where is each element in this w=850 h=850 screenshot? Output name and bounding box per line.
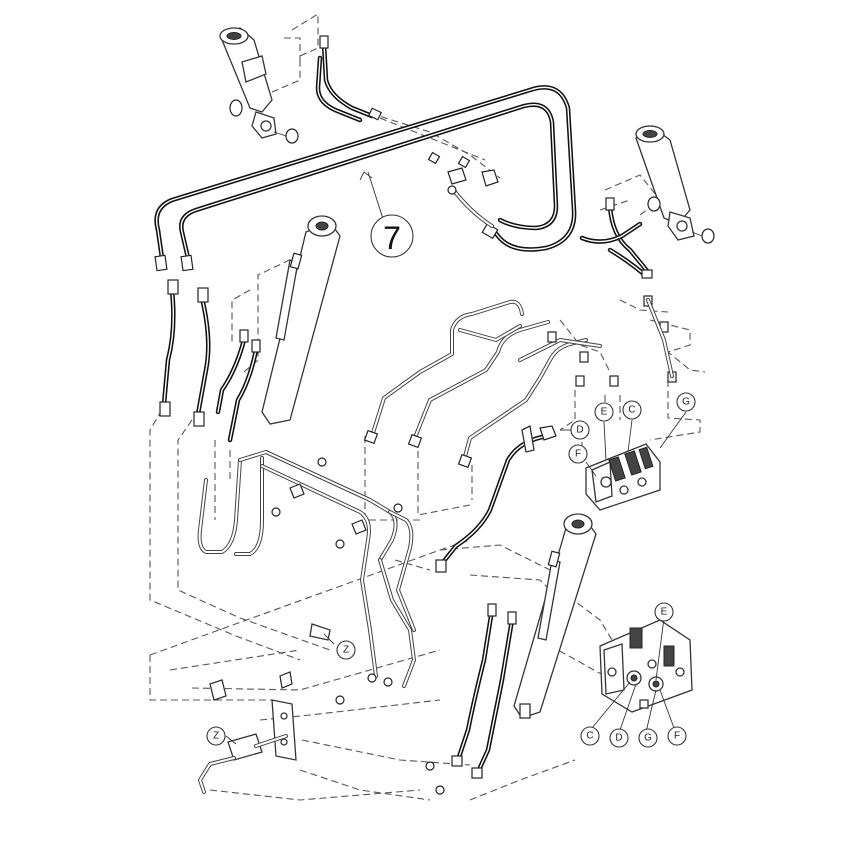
upper-fittings bbox=[427, 151, 499, 228]
item-number-label: 7 bbox=[383, 220, 401, 256]
control-valve-upper bbox=[585, 443, 661, 511]
callout-upper-f: F bbox=[575, 449, 581, 460]
lower-right-cylinder bbox=[513, 513, 597, 719]
callout-z-lower: Z bbox=[213, 731, 219, 742]
control-valve-detail bbox=[599, 619, 693, 713]
callout-lower-e: E bbox=[661, 607, 668, 618]
upper-right-hose bbox=[579, 197, 653, 279]
lower-hoses bbox=[451, 603, 517, 779]
callout-upper-g: G bbox=[682, 397, 690, 408]
lower-callouts: E C D G F bbox=[580, 602, 687, 748]
main-loop-hoses bbox=[154, 85, 577, 272]
lower-left-bracket bbox=[198, 623, 445, 795]
callout-upper-d: D bbox=[576, 425, 583, 436]
dashed-routing-lines bbox=[149, 13, 706, 801]
valve-return-hose bbox=[435, 425, 557, 573]
upper-middle-hose bbox=[315, 35, 383, 123]
callout-lower-f: F bbox=[674, 731, 680, 742]
callout-z-upper: Z bbox=[343, 645, 349, 656]
upper-callouts: D E C G F bbox=[568, 392, 696, 464]
left-vertical-cylinder bbox=[261, 215, 341, 425]
upper-left-cylinder bbox=[219, 27, 299, 144]
callout-lower-g: G bbox=[644, 733, 652, 744]
callout-upper-c: C bbox=[628, 405, 635, 416]
z-callouts: Z Z bbox=[206, 640, 356, 746]
callout-lower-d: D bbox=[615, 733, 622, 744]
callout-lower-c: C bbox=[586, 731, 593, 742]
valve-supply-tubes bbox=[363, 295, 677, 469]
steel-tubes bbox=[197, 450, 416, 688]
callout-upper-e: E bbox=[601, 407, 608, 418]
upper-right-cylinder bbox=[635, 125, 715, 244]
left-hoses bbox=[159, 279, 261, 443]
item-number-callout: 7 bbox=[370, 214, 414, 258]
